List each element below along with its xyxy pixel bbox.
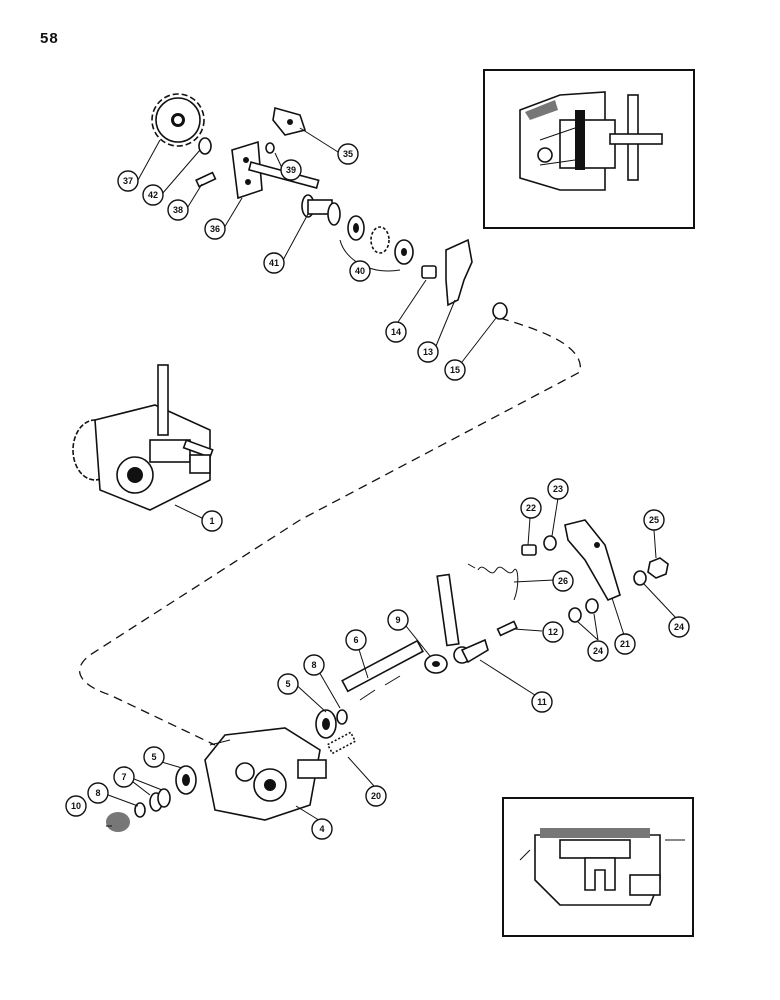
screw-part-22 (521, 544, 537, 556)
callout-20: 20 (365, 785, 387, 807)
callout-8-lower: 8 (87, 782, 109, 804)
svg-text:14: 14 (391, 327, 401, 337)
callout-12: 12 (542, 621, 564, 643)
svg-text:8: 8 (311, 660, 316, 670)
svg-text:12: 12 (548, 627, 558, 637)
svg-text:9: 9 (395, 615, 400, 625)
svg-text:4: 4 (319, 824, 324, 834)
bearing-part-5-lower (175, 765, 197, 795)
callout-39: 39 (280, 159, 302, 181)
shaft-arm-part-36 (231, 140, 320, 200)
callout-5-upper: 5 (277, 673, 299, 695)
pin-part-12 (496, 620, 518, 637)
washer-part-24-b (585, 598, 599, 614)
callout-23: 23 (547, 478, 569, 500)
seal-part-7 (149, 788, 171, 812)
bearing-stack-part-40 (347, 215, 414, 265)
callout-11: 11 (531, 691, 553, 713)
svg-text:36: 36 (210, 224, 220, 234)
bracket-part-35 (272, 106, 307, 136)
svg-text:37: 37 (123, 176, 133, 186)
svg-text:42: 42 (148, 190, 158, 200)
svg-text:15: 15 (450, 365, 460, 375)
nut-part-25 (647, 557, 669, 579)
page-number: 58 (40, 30, 59, 47)
bearing-part-5-upper (315, 709, 337, 739)
callout-9: 9 (387, 609, 409, 631)
callout-26: 26 (552, 570, 574, 592)
svg-text:10: 10 (71, 801, 81, 811)
lever-part-11 (436, 573, 489, 664)
spring-part-26 (467, 563, 519, 601)
ring-part-8-upper (336, 709, 348, 725)
callout-8-upper: 8 (303, 654, 325, 676)
gear-part-37 (151, 93, 205, 147)
washer-part-9 (424, 654, 448, 674)
snap-ring-part-42 (198, 137, 212, 155)
plate-part-13 (445, 238, 473, 307)
callout-5-lower: 5 (143, 746, 165, 768)
callout-21: 21 (614, 633, 636, 655)
housing-assembly-part-1 (72, 364, 214, 511)
spacer-part-15 (492, 302, 508, 320)
callout-24-right: 24 (668, 616, 690, 638)
callout-25: 25 (643, 509, 665, 531)
svg-text:39: 39 (286, 165, 296, 175)
shaft-part-6 (341, 639, 424, 701)
svg-text:1: 1 (209, 516, 214, 526)
callout-6: 6 (345, 629, 367, 651)
washer-part-24-a (568, 607, 582, 623)
bottom-inset-view (502, 797, 694, 937)
callout-40: 40 (349, 260, 371, 282)
bushing-part-41 (301, 194, 341, 226)
callout-24-lower: 24 (587, 640, 609, 662)
svg-text:23: 23 (553, 484, 563, 494)
svg-text:11: 11 (537, 697, 547, 707)
svg-text:24: 24 (674, 622, 684, 632)
svg-text:38: 38 (173, 205, 183, 215)
cap-part-10 (106, 812, 130, 832)
callout-14: 14 (385, 321, 407, 343)
svg-text:21: 21 (620, 639, 630, 649)
washer-part-24-c (633, 570, 647, 586)
callout-41: 41 (263, 252, 285, 274)
washer-part-23 (543, 535, 557, 551)
svg-text:5: 5 (285, 679, 290, 689)
spring-part-20 (326, 731, 357, 755)
svg-text:26: 26 (558, 576, 568, 586)
svg-text:5: 5 (151, 752, 156, 762)
svg-text:8: 8 (95, 788, 100, 798)
callout-35: 35 (337, 143, 359, 165)
callout-15: 15 (444, 359, 466, 381)
top-inset-view (483, 69, 695, 229)
screw-part-14 (421, 265, 437, 279)
callout-38: 38 (167, 199, 189, 221)
callout-1: 1 (201, 510, 223, 532)
callout-36: 36 (204, 218, 226, 240)
pin-part-38 (195, 171, 217, 188)
svg-text:35: 35 (343, 149, 353, 159)
callout-13: 13 (417, 341, 439, 363)
callout-4: 4 (311, 818, 333, 840)
callout-42: 42 (142, 184, 164, 206)
ring-part-8-lower (134, 802, 146, 818)
assembly-dashed-path (78, 317, 581, 746)
arm-part-21 (564, 519, 621, 602)
svg-text:22: 22 (526, 503, 536, 513)
svg-text:41: 41 (269, 258, 279, 268)
callout-10: 10 (65, 795, 87, 817)
callout-7: 7 (113, 766, 135, 788)
svg-text:24: 24 (593, 646, 603, 656)
washer-part-39 (265, 142, 275, 154)
svg-text:13: 13 (423, 347, 433, 357)
housing-part-4 (204, 727, 327, 821)
svg-text:40: 40 (355, 266, 365, 276)
svg-text:25: 25 (649, 515, 659, 525)
svg-text:7: 7 (121, 772, 126, 782)
callout-37: 37 (117, 170, 139, 192)
svg-text:6: 6 (353, 635, 358, 645)
svg-text:20: 20 (371, 791, 381, 801)
callout-22: 22 (520, 497, 542, 519)
